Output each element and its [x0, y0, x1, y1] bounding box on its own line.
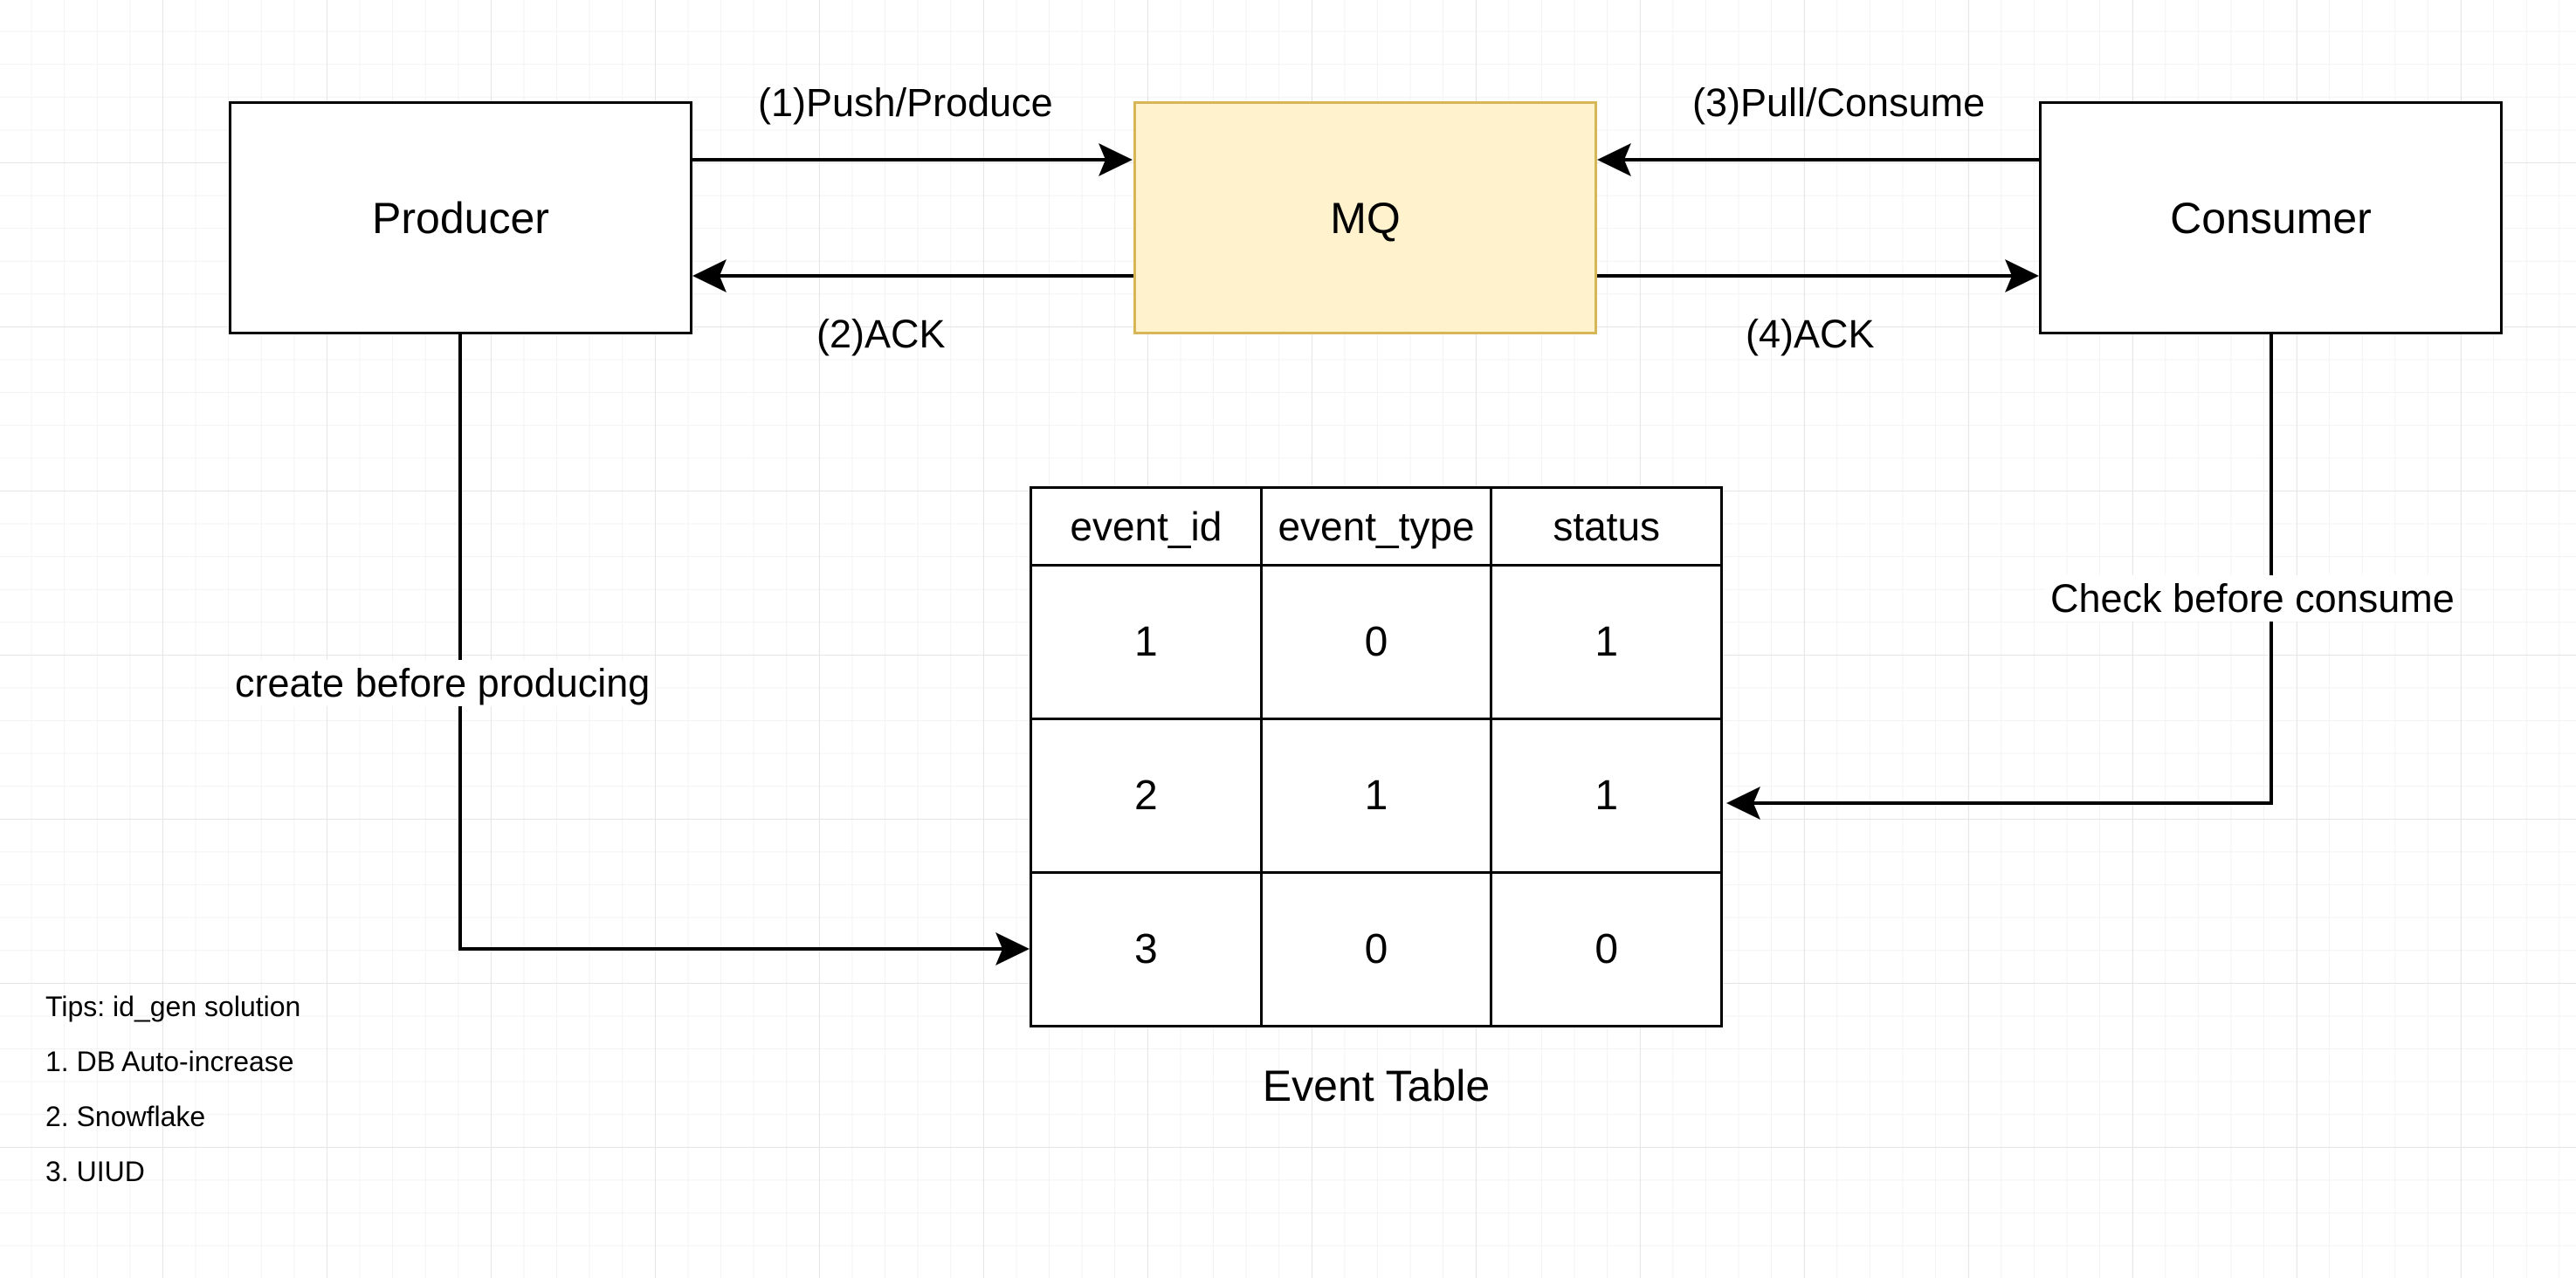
producer-label: Producer: [372, 193, 549, 243]
tips-item: 3. UIUD: [45, 1156, 145, 1187]
table-cell: 0: [1259, 567, 1491, 718]
tips-item: 1. DB Auto-increase: [45, 1046, 294, 1077]
table-cell: 1: [1259, 720, 1491, 871]
consumer-label: Consumer: [2170, 193, 2372, 243]
table-row: 3 0 0: [1032, 871, 1720, 1025]
table-row: 2 1 1: [1032, 718, 1720, 871]
table-cell: 1: [1490, 720, 1720, 871]
edge-ack-producer-arrowhead: [692, 259, 727, 292]
mq-node[interactable]: MQ: [1133, 101, 1597, 334]
edge-ack-consumer-arrowhead: [2005, 259, 2039, 292]
header-cell-status: status: [1490, 489, 1720, 564]
edge-create-before-producing[interactable]: [458, 334, 1004, 951]
check-before-consume-label: Check before consume: [2045, 575, 2460, 622]
header-cell-event-id: event_id: [1070, 504, 1223, 549]
consumer-node[interactable]: Consumer: [2039, 101, 2503, 334]
create-before-producing-label: create before producing: [230, 660, 656, 706]
table-header-row: event_id event_type status: [1032, 489, 1720, 564]
table-cell: 0: [1490, 874, 1720, 1025]
header-cell-event-type: event_type: [1259, 489, 1491, 564]
table-cell: 1: [1133, 619, 1158, 665]
edge-pull-consume-arrowhead: [1597, 143, 1631, 176]
table-cell: 1: [1490, 567, 1720, 718]
tips-item: 2. Snowflake: [45, 1101, 206, 1132]
ack-consumer-label: (4)ACK: [1746, 312, 1875, 356]
mq-label: MQ: [1330, 193, 1401, 243]
producer-node[interactable]: Producer: [229, 101, 692, 334]
edge-push-produce-arrowhead: [1099, 143, 1133, 176]
pull-consume-label: (3)Pull/Consume: [1692, 80, 1986, 125]
edge-check-before-consume-arrowhead: [1726, 787, 1760, 820]
table-cell: 0: [1259, 874, 1491, 1025]
event-table[interactable]: event_id event_type status 1 0 1 2 1 1 3…: [1030, 486, 1723, 1027]
tips-note[interactable]: Tips: id_gen solution 1. DB Auto-increas…: [45, 986, 300, 1206]
table-row: 1 0 1: [1032, 564, 1720, 718]
ack-producer-label: (2)ACK: [816, 312, 946, 356]
push-produce-label: (1)Push/Produce: [758, 80, 1053, 125]
tips-title: Tips: id_gen solution: [45, 991, 301, 1022]
event-table-caption: Event Table: [1262, 1062, 1491, 1110]
table-cell: 2: [1133, 773, 1158, 819]
edge-create-before-producing-arrowhead: [995, 932, 1030, 965]
table-cell: 3: [1133, 926, 1158, 972]
edge-check-before-consume[interactable]: [1752, 334, 2273, 805]
